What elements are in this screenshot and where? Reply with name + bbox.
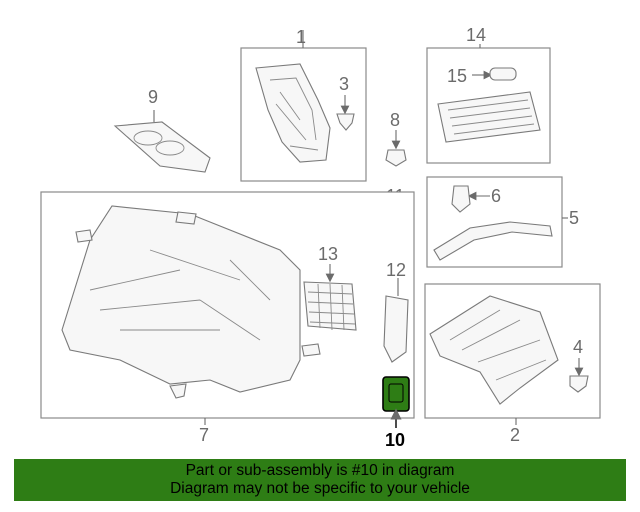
part-group-8[interactable]: 8 — [385, 110, 407, 167]
footer-banner: Part or sub-assembly is #10 in diagram D… — [14, 459, 626, 501]
part-8-clip — [385, 149, 407, 167]
callout-6[interactable]: 6 — [491, 186, 501, 206]
footer-line-1: Part or sub-assembly is #10 in diagram — [185, 462, 455, 479]
part-group-2[interactable]: 2 4 — [424, 283, 601, 445]
part-6-bracket-clip — [451, 185, 471, 213]
callout-14[interactable]: 14 — [466, 25, 486, 45]
part-10-highlighted[interactable] — [382, 376, 410, 412]
part-15-bulb — [489, 67, 517, 81]
part-12-cover — [383, 295, 409, 363]
part-group-7[interactable]: 7 — [40, 191, 415, 445]
callout-15[interactable]: 15 — [447, 66, 467, 86]
part-2-side-panel — [429, 295, 559, 405]
part-14-vent — [437, 91, 541, 143]
part-group-9[interactable]: 9 — [113, 87, 211, 173]
callout-12[interactable]: 12 — [386, 260, 406, 280]
callout-9[interactable]: 9 — [148, 87, 158, 107]
part-9-cup-holder — [113, 121, 211, 173]
callout-5[interactable]: 5 — [569, 208, 579, 228]
part-group-10[interactable]: 10 — [382, 376, 410, 450]
footer-line-2: Diagram may not be specific to your vehi… — [170, 480, 470, 497]
callout-7[interactable]: 7 — [199, 425, 209, 445]
callout-8[interactable]: 8 — [390, 110, 400, 130]
part-group-1[interactable]: 1 3 — [240, 27, 367, 182]
part-group-12[interactable]: 12 — [383, 260, 409, 363]
parts-diagram: 1 3 14 15 9 8 11 5 — [40, 25, 601, 450]
part-group-14[interactable]: 14 15 — [426, 25, 551, 164]
part-1-pillar-trim — [255, 63, 331, 163]
part-3-clip — [336, 113, 355, 131]
callout-2[interactable]: 2 — [510, 425, 520, 445]
part-7-quarter-trim — [61, 205, 301, 393]
callout-3[interactable]: 3 — [339, 74, 349, 94]
callout-4[interactable]: 4 — [573, 337, 583, 357]
callout-1[interactable]: 1 — [296, 27, 306, 47]
part-group-13[interactable]: 13 — [303, 244, 357, 331]
callout-13[interactable]: 13 — [318, 244, 338, 264]
part-5-bracket — [433, 221, 553, 261]
callout-10[interactable]: 10 — [385, 430, 405, 450]
part-group-5[interactable]: 5 6 — [426, 176, 579, 268]
part-4-clip — [569, 375, 589, 393]
